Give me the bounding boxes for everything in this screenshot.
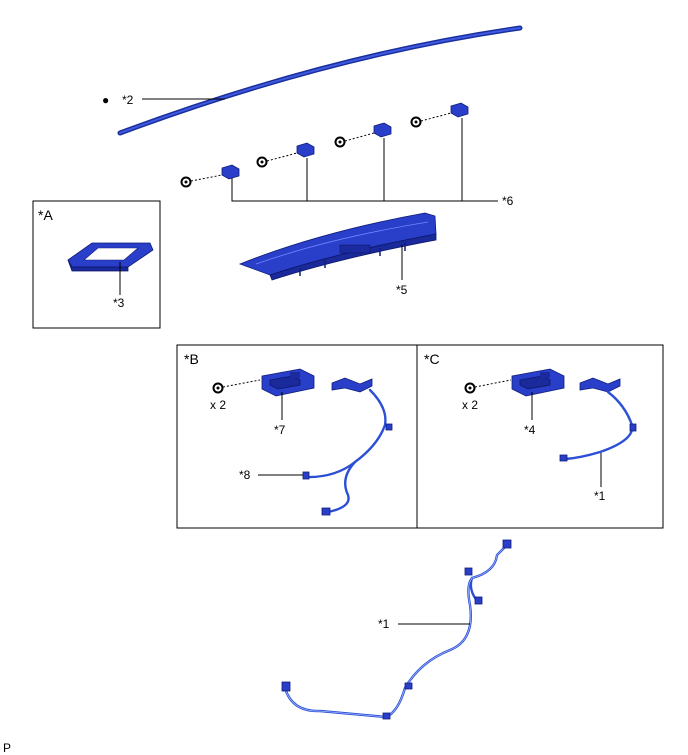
qty-c: x 2 <box>462 398 478 412</box>
label-3: *3 <box>113 296 125 310</box>
clip-1 <box>180 164 240 188</box>
molding-strip-part <box>117 25 523 136</box>
module-part-7 <box>261 368 315 397</box>
label-1-lower: *1 <box>378 617 390 631</box>
harness-part-1-large <box>281 539 512 720</box>
module-part-4 <box>511 368 565 397</box>
label-5: *5 <box>396 283 408 297</box>
clip-3 <box>334 122 392 148</box>
box-c-label: *C <box>424 351 440 367</box>
screw-c <box>464 379 512 394</box>
label-6: *6 <box>502 194 514 208</box>
leader-6 <box>231 118 498 202</box>
label-4: *4 <box>524 423 536 437</box>
box-a-label: *A <box>38 207 53 223</box>
box-c <box>416 344 664 529</box>
clip-4 <box>410 102 469 128</box>
label-8: *8 <box>239 468 251 482</box>
box-b-label: *B <box>184 351 199 367</box>
label-1-boxc: *1 <box>594 489 606 503</box>
box-a <box>32 200 161 329</box>
corner-mark: P <box>3 741 11 755</box>
qty-b: x 2 <box>210 398 226 412</box>
housing-part-5 <box>238 212 437 281</box>
harness-part-1-small <box>559 377 637 462</box>
harness-part-8 <box>302 377 393 516</box>
bezel-part-3 <box>67 242 154 272</box>
screw-b <box>212 379 261 394</box>
label-2: *2 <box>122 93 134 107</box>
label-7: *7 <box>274 423 286 437</box>
bullet-marker: ● <box>102 93 109 107</box>
clip-2 <box>256 142 315 168</box>
